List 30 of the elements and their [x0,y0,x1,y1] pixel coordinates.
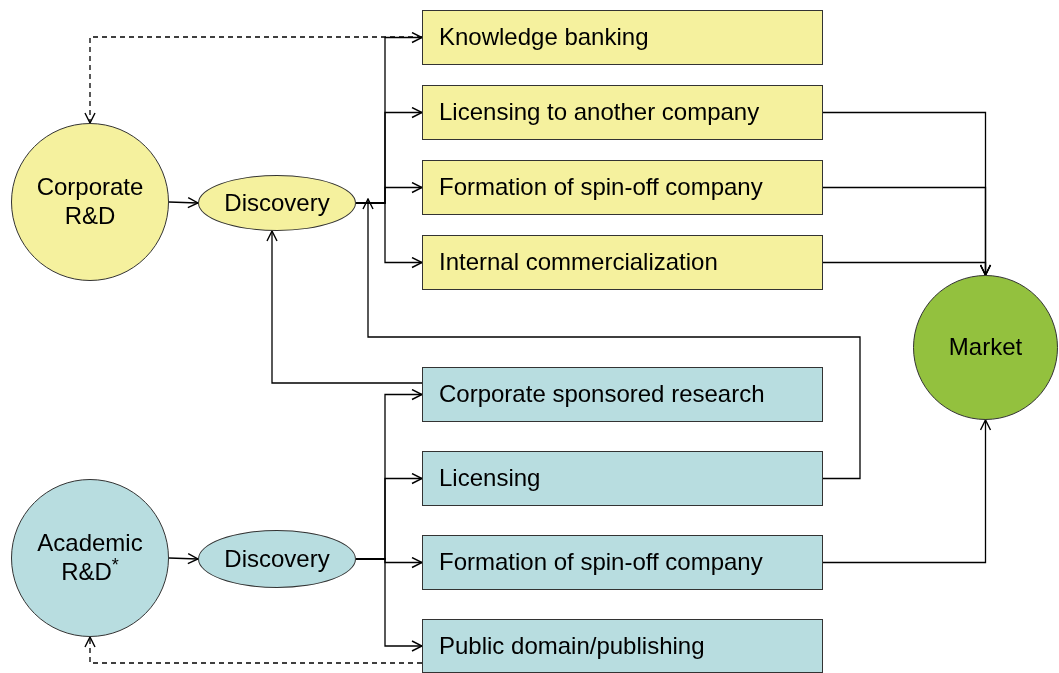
arrow [355,558,423,652]
arrow [266,230,423,384]
process-box [422,367,823,422]
process-box [422,451,823,506]
node-label: Licensing to another company [438,98,761,127]
process-box [422,235,823,290]
node-label: Licensing [438,464,542,493]
arrow [822,419,992,564]
process-box [422,10,823,65]
node-label: Corporate sponsored research [438,380,766,409]
arrow [822,261,992,276]
arrow [168,196,199,209]
process-box [422,160,823,215]
process-box [422,535,823,590]
node-label: Discovery [223,544,331,574]
node-label: Formation of spin-off company [438,548,764,577]
node-label: Formation of spin-off company [438,173,764,202]
process-box [422,619,823,673]
node-label: Academic R&D$^{*}$ [36,529,144,587]
node-label: Public domain/publishing [438,631,706,661]
arrow [168,552,199,565]
arrow [362,198,861,480]
node-label: Discovery [223,188,331,218]
node-label: Internal commercialization [438,248,719,277]
process-box [422,85,823,140]
dashed-arrow [84,36,423,124]
node-label: Market [947,333,1024,362]
node-label: Knowledge banking [438,23,650,52]
node-label: Corporate R&D [35,173,145,231]
dashed-arrow [84,636,423,664]
